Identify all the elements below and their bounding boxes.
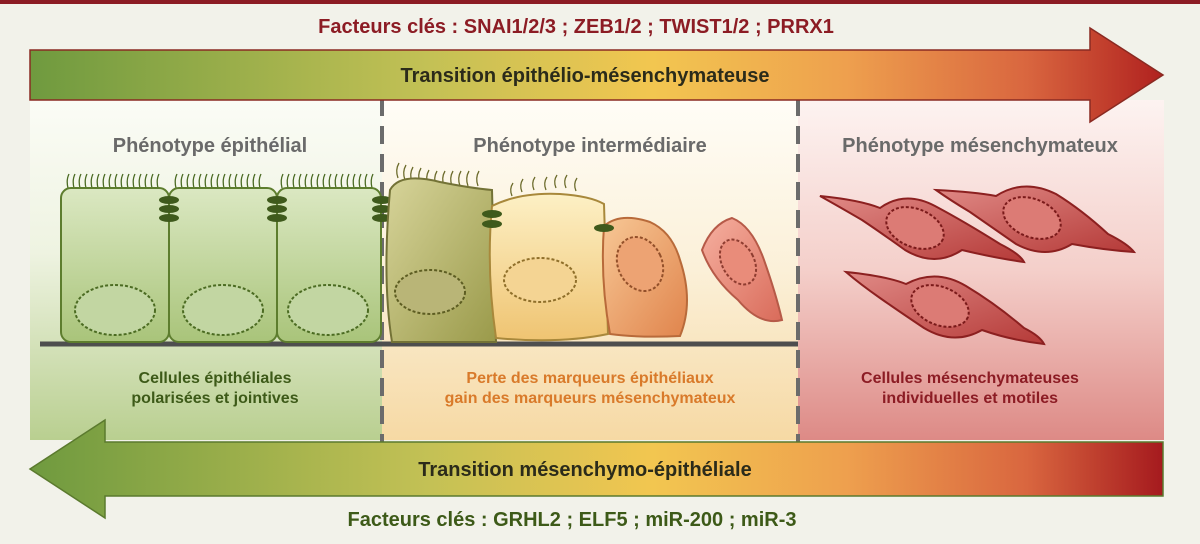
epithelial-title: Phénotype épithélial <box>113 135 307 157</box>
nucleus-icon <box>182 284 264 336</box>
nucleus-icon <box>503 257 577 303</box>
intermediate-cells <box>385 162 784 343</box>
top-rule <box>0 0 1200 4</box>
mesenchymal-title: Phénotype mésenchymateux <box>842 135 1118 157</box>
met-arrow-label: Transition mésenchymo-épithéliale <box>418 459 751 481</box>
emt-arrow-label: Transition épithélio-mésenchymateuse <box>401 65 770 87</box>
mesenchymal-panel <box>798 100 1164 440</box>
nucleus-icon <box>615 235 665 293</box>
junction-icon <box>482 210 614 232</box>
intermediate-caption-line2: gain des marqueurs mésenchymateux <box>445 390 736 407</box>
junction-icon <box>159 196 392 222</box>
nucleus-icon <box>885 206 945 250</box>
nucleus-icon <box>287 284 369 336</box>
top-factors-text: Facteurs clés : SNAI1/2/3 ; ZEB1/2 ; TWI… <box>318 16 834 38</box>
nucleus-icon <box>1002 196 1062 240</box>
mesenchymal-caption-line1: Cellules mésenchymateuses <box>861 370 1079 387</box>
met-arrow <box>28 418 1164 520</box>
mesenchymal-caption-line2: individuelles et motiles <box>882 390 1058 407</box>
nucleus-icon <box>74 284 156 336</box>
nucleus-icon <box>394 269 466 315</box>
nucleus-icon <box>718 238 758 286</box>
emt-arrow <box>29 26 1165 124</box>
epithelial-caption-line2: polarisées et jointives <box>131 390 298 407</box>
epithelial-cells <box>60 173 392 343</box>
bottom-factors-text: Facteurs clés : GRHL2 ; ELF5 ; miR-200 ;… <box>347 509 796 531</box>
epithelial-caption-line1: Cellules épithéliales <box>139 370 292 387</box>
microvilli-icon <box>66 173 374 189</box>
intermediate-caption-line1: Perte des marqueurs épithéliaux <box>466 370 713 387</box>
intermediate-cell <box>385 177 498 343</box>
mesenchymal-cells <box>819 185 1137 346</box>
microvilli-icon <box>396 162 578 197</box>
nucleus-icon <box>910 284 970 328</box>
intermediate-title: Phénotype intermédiaire <box>473 135 706 157</box>
